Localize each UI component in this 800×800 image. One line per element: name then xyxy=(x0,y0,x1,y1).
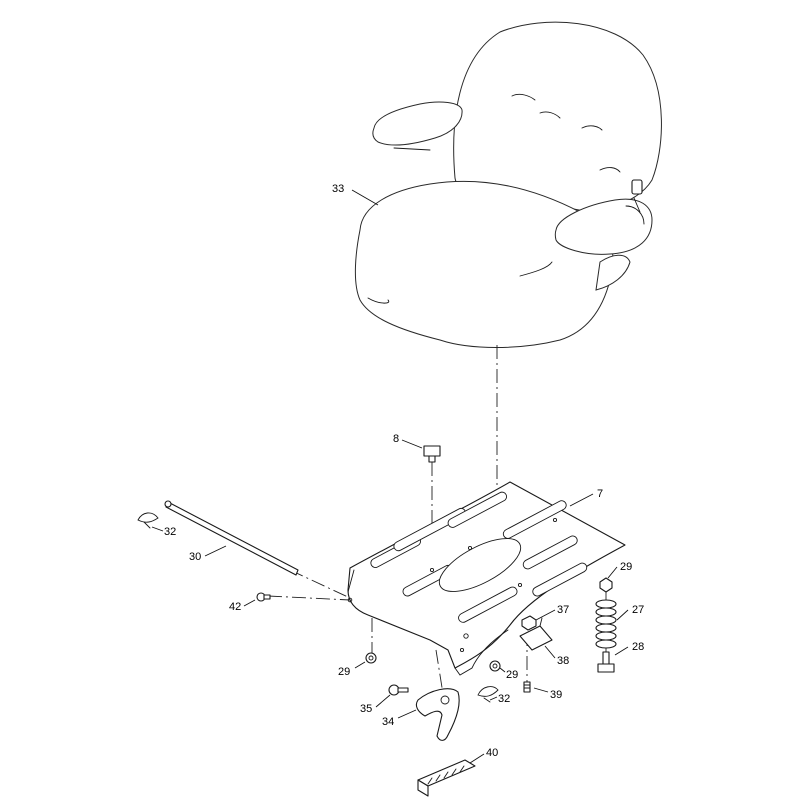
nut-29-left xyxy=(365,652,377,664)
callout-32-left: 32 xyxy=(164,526,176,538)
callout-27: 27 xyxy=(632,604,644,616)
screw-39 xyxy=(523,681,531,693)
callout-29-right: 29 xyxy=(620,561,632,573)
callout-28: 28 xyxy=(632,641,644,653)
callout-8: 8 xyxy=(393,433,399,445)
nut-37 xyxy=(521,615,537,631)
callout-39: 39 xyxy=(550,689,562,701)
callout-29-left: 29 xyxy=(338,666,350,678)
latch-34 xyxy=(415,688,460,741)
callout-33: 33 xyxy=(332,183,344,195)
rail-40 xyxy=(417,759,476,797)
callout-40: 40 xyxy=(486,747,498,759)
callout-37: 37 xyxy=(557,604,569,616)
bolt-28 xyxy=(597,651,615,673)
nut-29-mid xyxy=(489,660,501,672)
seat-assembly xyxy=(354,21,662,348)
callout-32-right: 32 xyxy=(498,693,510,705)
callout-7: 7 xyxy=(597,488,603,500)
hairpin-right xyxy=(477,686,499,703)
seat-plate xyxy=(347,481,626,676)
rod xyxy=(164,500,299,576)
spring xyxy=(595,599,617,649)
callout-42: 42 xyxy=(229,601,241,613)
hairpin-left xyxy=(137,512,159,529)
callout-labels: 33 8 7 32 30 42 29 29 29 27 28 37 38 39 … xyxy=(164,183,644,759)
bolt-8 xyxy=(423,445,441,463)
leader-lines xyxy=(151,189,629,764)
pin-35 xyxy=(388,684,409,696)
callout-30: 30 xyxy=(189,551,201,563)
bolt-42 xyxy=(256,592,271,602)
bracket-38 xyxy=(519,617,553,651)
callout-35: 35 xyxy=(360,703,372,715)
nut-29-right xyxy=(599,577,613,593)
callout-34: 34 xyxy=(382,716,394,728)
callout-38: 38 xyxy=(557,655,569,667)
callout-29-mid: 29 xyxy=(506,669,518,681)
